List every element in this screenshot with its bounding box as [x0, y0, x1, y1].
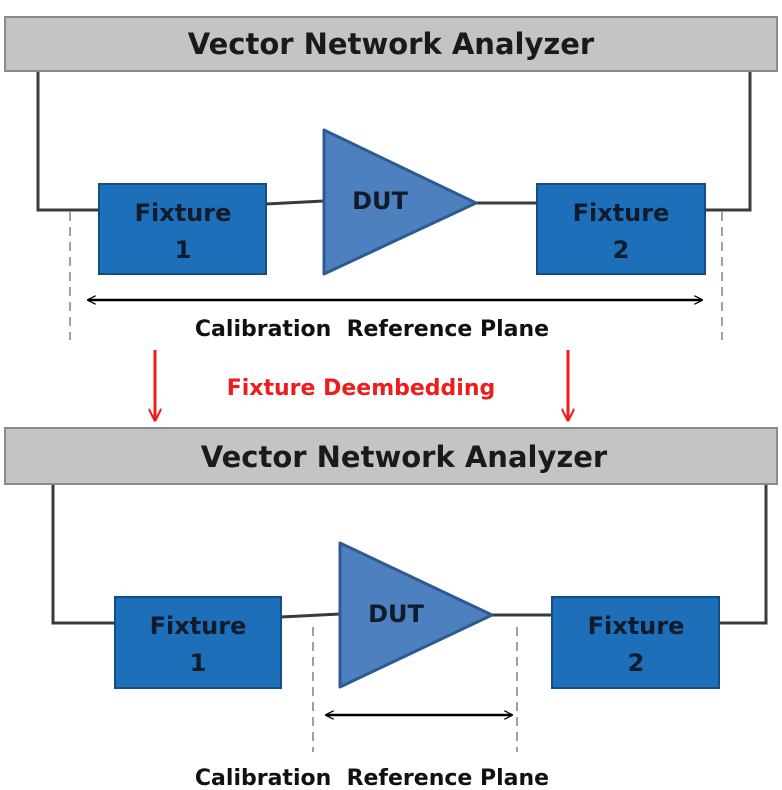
bottom-fixture-1-label: Fixture: [150, 612, 247, 640]
bottom-dut-label: DUT: [368, 600, 424, 628]
top-dut-label: DUT: [352, 187, 408, 215]
top-analyzer-bar: [4, 16, 778, 72]
top-setup: Vector Network Analyzer Fixture 1 DUT Fi…: [4, 16, 778, 342]
top-fixture1-to-dut-wire: [265, 199, 325, 206]
top-reference-plane-label: Calibration Reference Plane: [195, 317, 549, 342]
deembedding-transition: Fixture Deembedding: [155, 350, 568, 420]
bottom-fixture-2-number: 2: [628, 649, 645, 677]
bottom-fixture-1: [114, 596, 282, 689]
top-fixture-1: [98, 183, 267, 275]
bottom-dut-amplifier: [338, 541, 494, 689]
bottom-left-cable: [51, 485, 115, 625]
top-dut-amplifier: [322, 128, 478, 276]
top-fixture-2-label: Fixture: [573, 199, 670, 227]
top-analyzer-label: Vector Network Analyzer: [188, 27, 595, 61]
bottom-setup: Vector Network Analyzer Fixture 1 DUT Fi…: [4, 427, 778, 790]
bottom-fixture-1-number: 1: [190, 649, 207, 677]
top-fixture-1-label: Fixture: [135, 199, 232, 227]
bottom-fixture1-to-dut-wire: [280, 612, 341, 619]
top-fixture-2: [536, 183, 706, 275]
bottom-fixture-2: [551, 596, 720, 689]
bottom-fixture-2-label: Fixture: [588, 612, 685, 640]
bottom-analyzer-bar: [4, 427, 778, 485]
bottom-analyzer-label: Vector Network Analyzer: [201, 440, 608, 474]
top-right-cable: [696, 72, 752, 212]
top-fixture-2-number: 2: [613, 236, 630, 264]
top-left-cable: [36, 72, 99, 212]
top-fixture-1-number: 1: [175, 236, 192, 264]
transition-label: Fixture Deembedding: [227, 376, 496, 401]
bottom-right-cable: [710, 485, 768, 625]
bottom-reference-plane-label: Calibration Reference Plane: [195, 766, 549, 790]
